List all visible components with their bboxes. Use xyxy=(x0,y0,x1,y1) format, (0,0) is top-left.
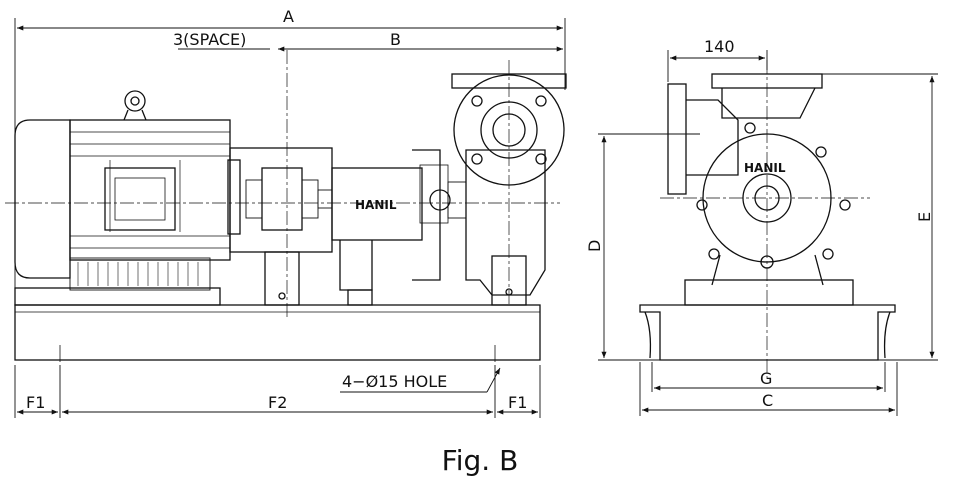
side-view xyxy=(14,73,567,362)
pump-casing xyxy=(465,149,546,296)
bearing-frame xyxy=(331,167,423,241)
dim-a-label: A xyxy=(283,7,294,26)
base-plate xyxy=(14,304,541,361)
end-side-flange xyxy=(667,83,687,195)
dim-f1-left-label: F1 xyxy=(26,393,45,412)
hole-note-label: 4−Ø15 HOLE xyxy=(342,372,447,391)
dim-b-label: B xyxy=(390,30,401,49)
dim-space-label: 3(SPACE) xyxy=(173,30,246,49)
lifting-eye xyxy=(124,90,146,112)
terminal-box xyxy=(104,167,176,231)
end-base xyxy=(639,304,896,361)
dim-d-label: D xyxy=(585,240,604,252)
dim-g-label: G xyxy=(760,369,772,388)
dim-140-label: 140 xyxy=(704,37,735,56)
brand-label-end: HANIL xyxy=(744,161,786,175)
coupling xyxy=(261,167,303,231)
figure-caption: Fig. B xyxy=(441,444,519,477)
brand-label-side: HANIL xyxy=(355,198,397,212)
end-view xyxy=(639,73,896,361)
coupling-guard xyxy=(229,147,333,253)
motor xyxy=(14,119,71,279)
dim-f1-right-label: F1 xyxy=(508,393,527,412)
dim-e-label: E xyxy=(915,212,934,222)
dim-f2-label: F2 xyxy=(268,393,287,412)
dim-c-label: C xyxy=(762,391,773,410)
